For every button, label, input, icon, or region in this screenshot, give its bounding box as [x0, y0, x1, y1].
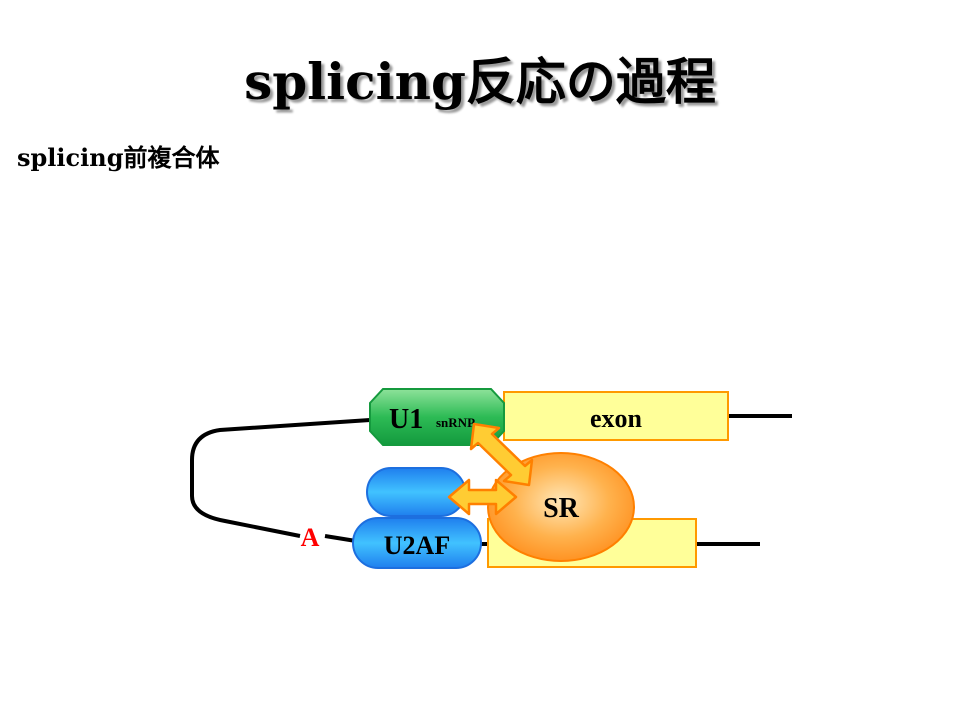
rna-strand-loop [190, 418, 371, 538]
u2af-label: U2AF [384, 531, 450, 560]
sr-label: SR [543, 493, 580, 524]
blue-sr-interaction-arrow [447, 478, 518, 516]
exon-label: exon [590, 404, 643, 433]
slide-title: splicing反応の過程 [244, 52, 716, 111]
blue-protein-pill [366, 467, 466, 517]
rna-strand-segment [324, 534, 357, 543]
u2af-pill [352, 517, 482, 569]
branch-point-label: A [301, 523, 320, 552]
u1-sr-interaction-arrow [469, 422, 534, 487]
u1-label: U1 [389, 404, 423, 435]
u1-sublabel: snRNP [436, 415, 475, 430]
slide-subtitle: splicing前複合体 [17, 143, 220, 172]
exon-box-upper [503, 391, 729, 441]
